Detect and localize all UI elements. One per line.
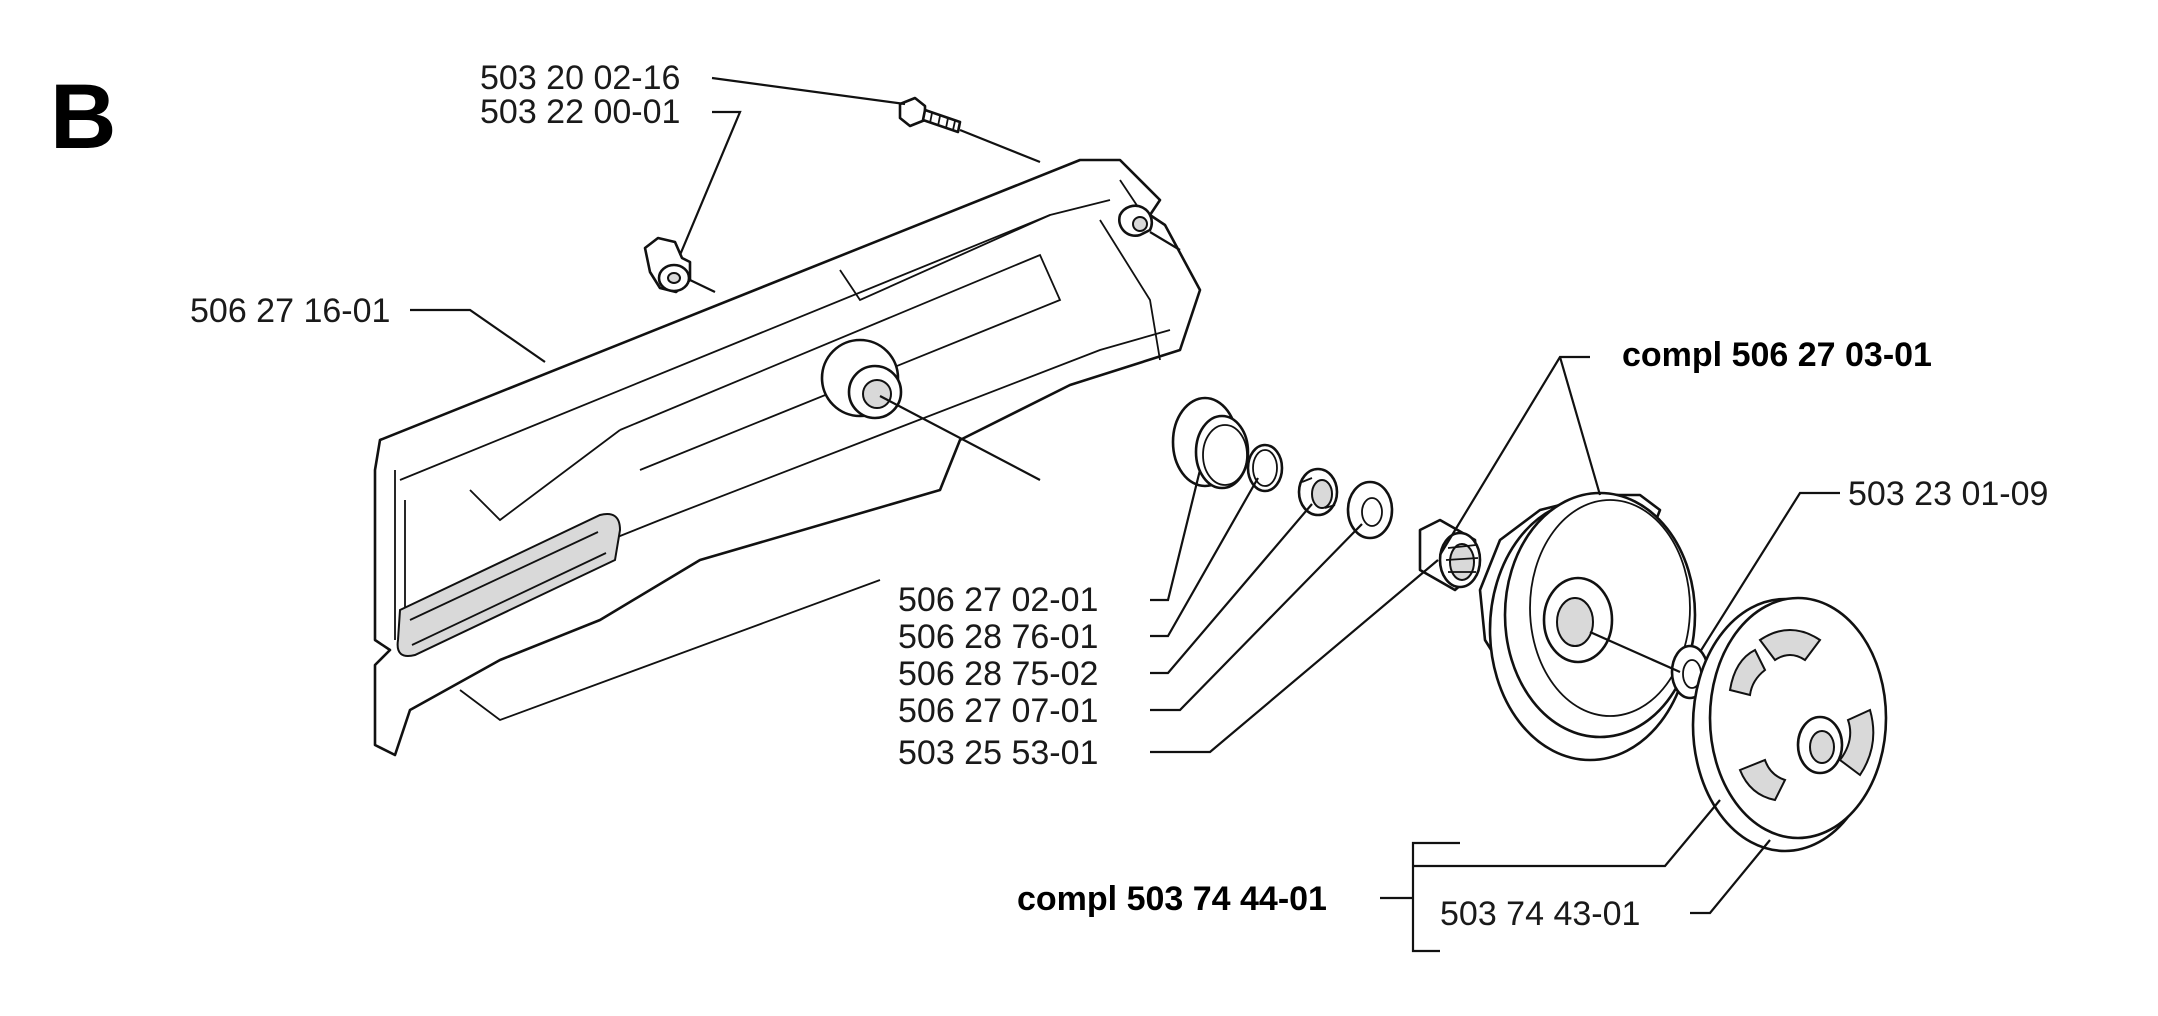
label-needle-bearing: 503 25 53-01	[898, 734, 1098, 772]
cover-cap-drawing	[1171, 396, 1250, 490]
needle-bearing-drawing	[1418, 518, 1482, 592]
clutch-shoe-drawing	[1691, 596, 1888, 853]
label-bolt: 503 20 02-16	[480, 59, 680, 97]
label-lock-washer: 506 28 75-02	[898, 655, 1098, 693]
part-labels: 503 20 02-16 503 22 00-01 506 27 16-01 5…	[190, 59, 2048, 933]
label-nut: 503 22 00-01	[480, 93, 680, 131]
label-clutch-washer: 503 23 01-09	[1848, 475, 2048, 513]
clutch-cover-drawing	[373, 158, 1202, 757]
leader-lines	[410, 76, 1840, 953]
nut-drawing	[643, 236, 716, 294]
washer-drawing	[1346, 480, 1394, 540]
label-clutch-drum-kit: compl 506 27 03-01	[1622, 336, 1932, 374]
circlip-drawing	[1246, 443, 1284, 493]
clutch-drum-drawing	[1478, 491, 1697, 762]
section-letter: B	[50, 66, 116, 168]
bolt-drawing	[898, 96, 962, 134]
label-circlip: 506 28 76-01	[898, 618, 1098, 656]
label-washer: 506 27 07-01	[898, 692, 1098, 730]
lock-washer-drawing	[1297, 467, 1339, 517]
label-clutch-kit: compl 503 74 44-01	[1017, 880, 1327, 918]
label-clutch-shoe: 503 74 43-01	[1440, 895, 1640, 933]
label-cover-cap: 506 27 02-01	[898, 581, 1098, 619]
label-clutch-cover: 506 27 16-01	[190, 292, 390, 330]
